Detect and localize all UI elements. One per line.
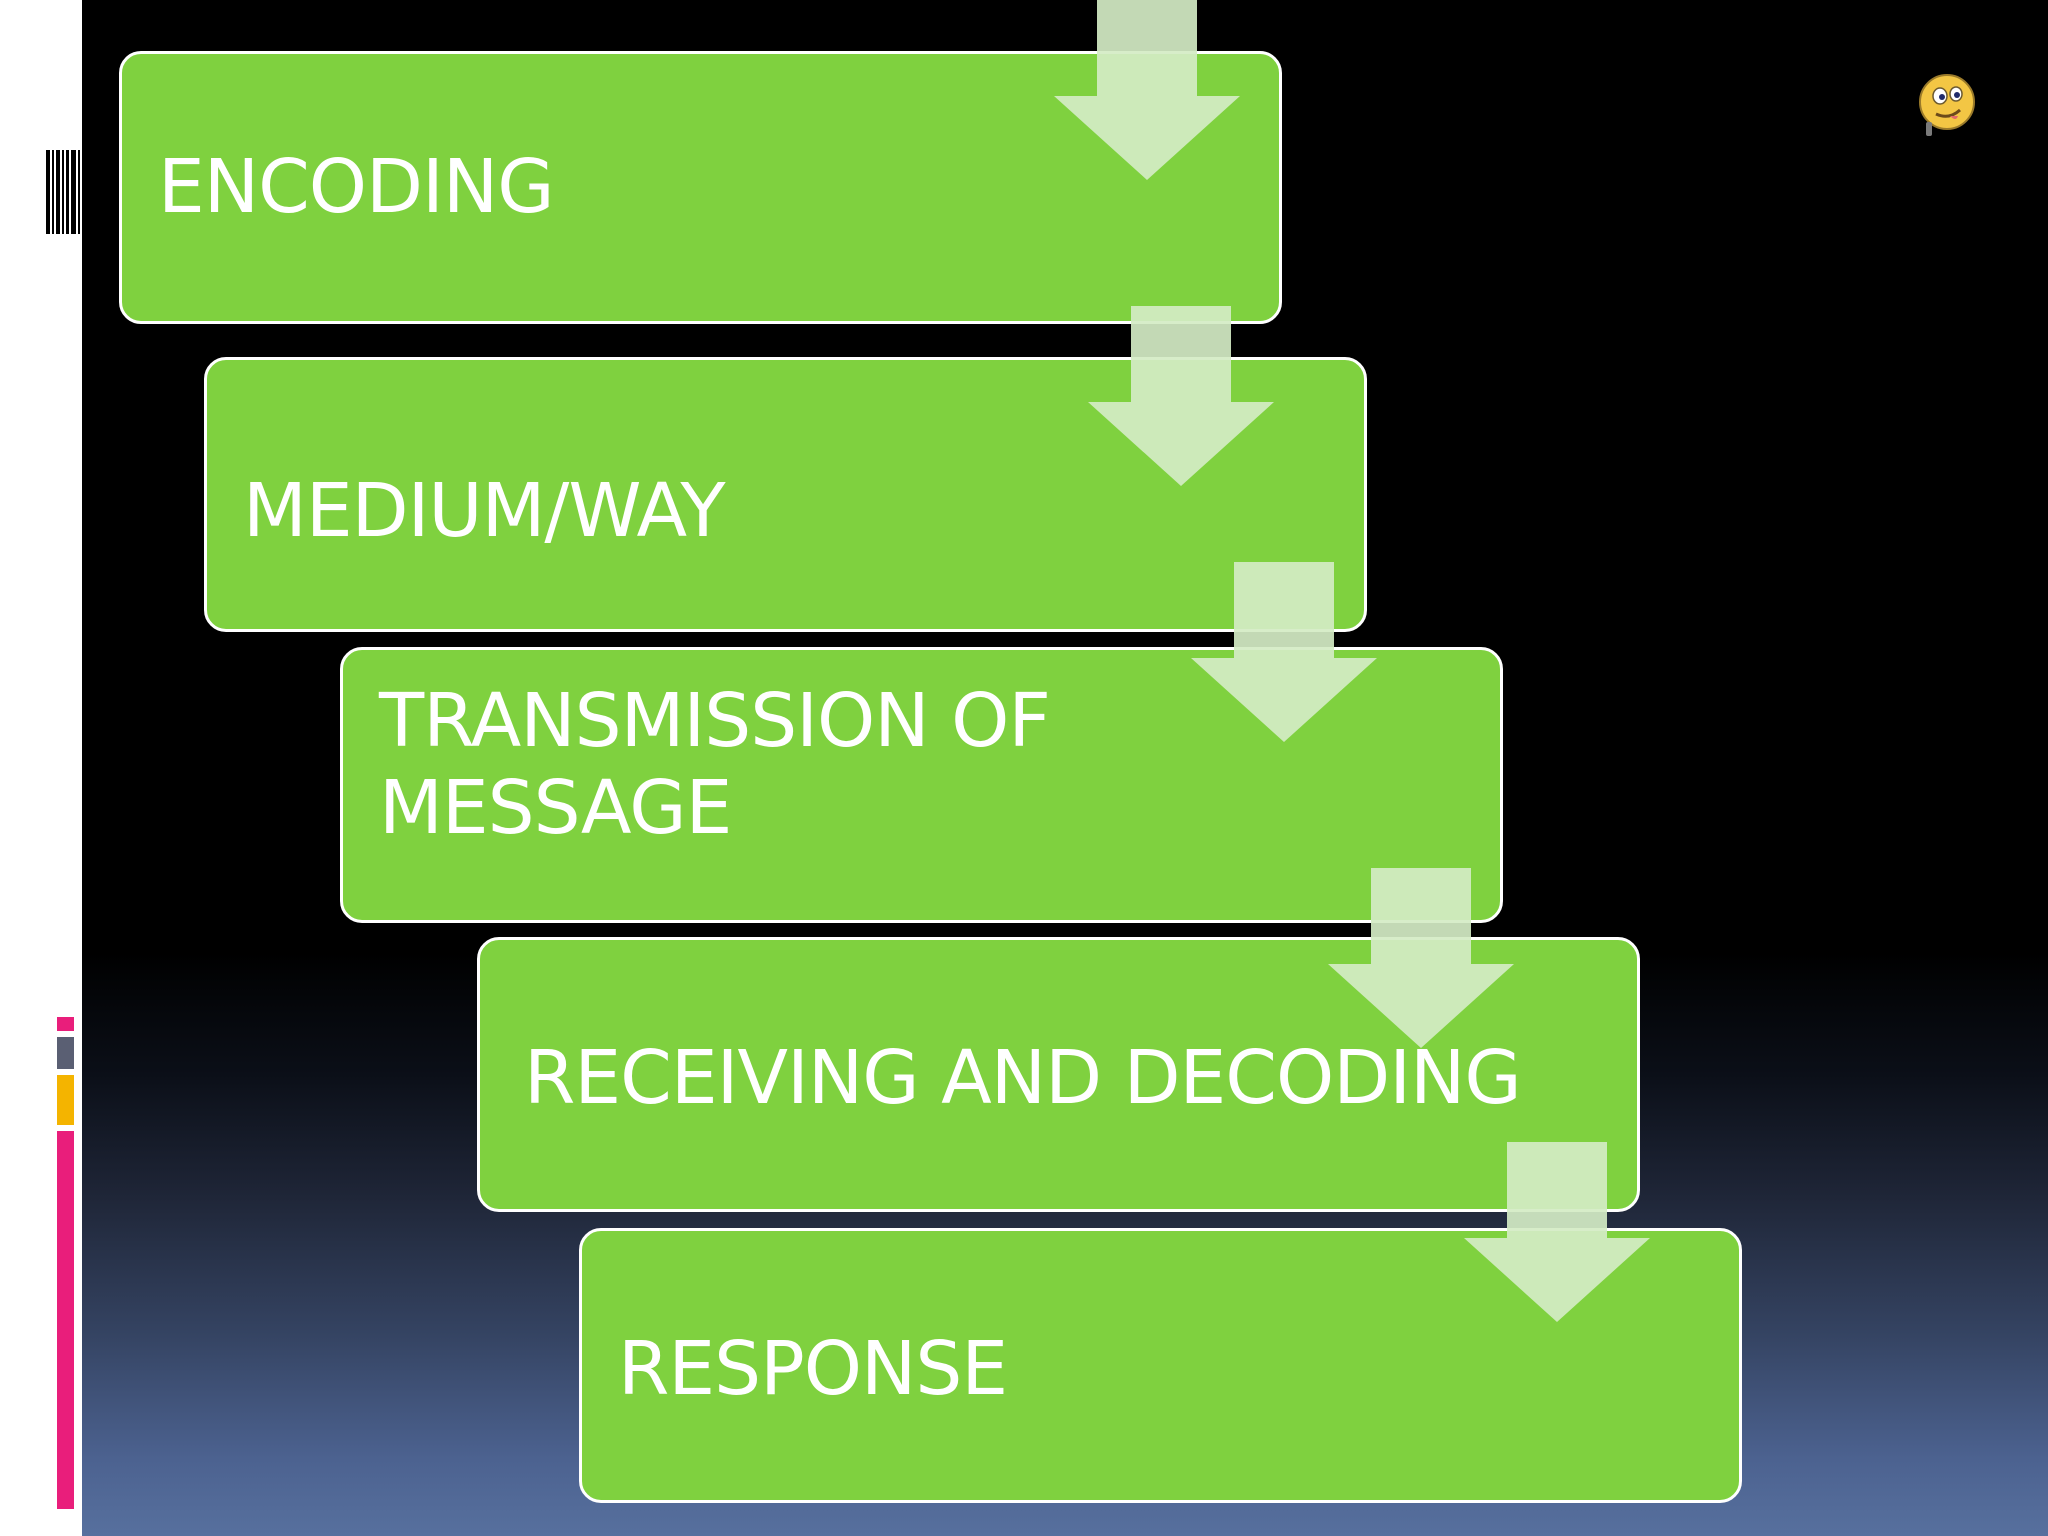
down-arrow-icon bbox=[1191, 562, 1377, 742]
down-arrow-icon bbox=[1088, 306, 1274, 486]
accent-bar-yellow bbox=[57, 1075, 74, 1125]
step-label-encoding: ENCODING bbox=[158, 143, 555, 230]
down-arrow-icon bbox=[1328, 868, 1514, 1048]
step-box-encoding: ENCODING bbox=[119, 51, 1282, 324]
barcode-decoration bbox=[46, 150, 80, 234]
smiley-face-icon bbox=[1919, 74, 1975, 136]
step-label-response: RESPONSE bbox=[618, 1325, 1008, 1412]
down-arrow-icon bbox=[1464, 1142, 1650, 1322]
accent-bar-pink-top bbox=[57, 1017, 74, 1031]
accent-bar-pink-long bbox=[57, 1131, 74, 1509]
step-label-transmission: TRANSMISSION OF MESSAGE bbox=[379, 677, 1051, 851]
step-label-medium-way: MEDIUM/WAY bbox=[243, 467, 726, 554]
step-box-receiving-decoding: RECEIVING AND DECODING bbox=[477, 937, 1640, 1212]
step-label-receiving-decoding: RECEIVING AND DECODING bbox=[524, 1034, 1522, 1121]
down-arrow-icon bbox=[1054, 0, 1240, 180]
accent-bar-slate bbox=[57, 1037, 74, 1069]
